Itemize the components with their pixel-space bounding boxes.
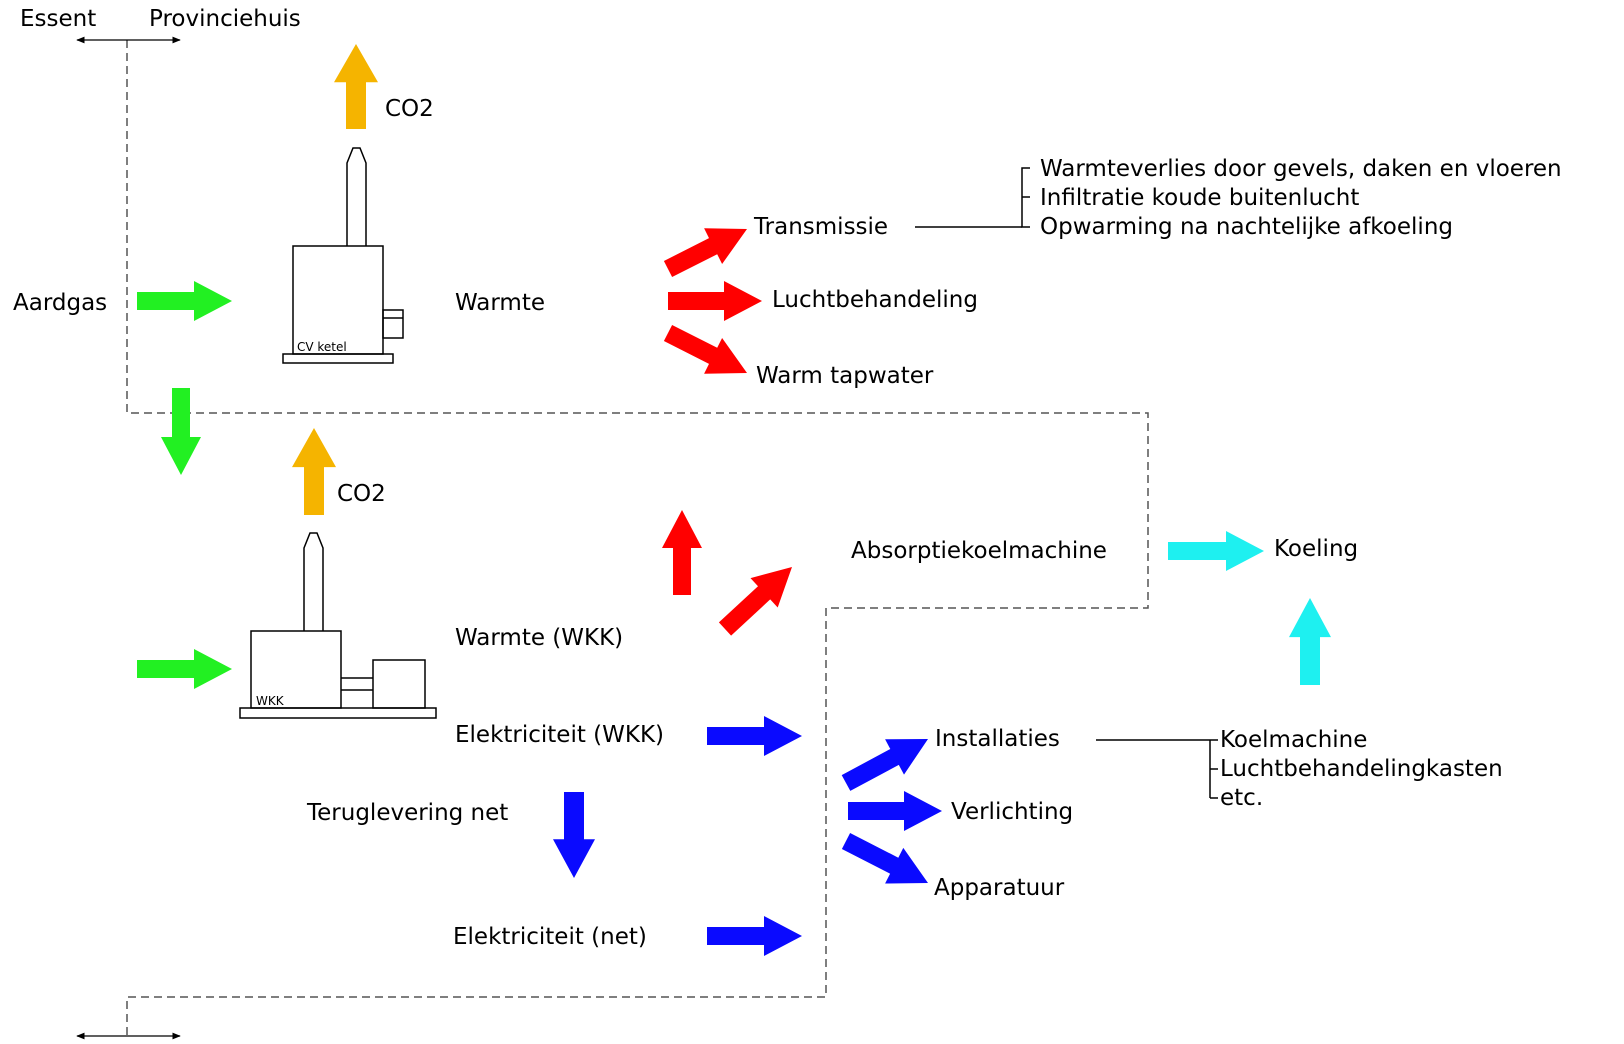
chp-unit: WKK bbox=[239, 532, 437, 719]
installation-detail-3: etc. bbox=[1220, 785, 1263, 811]
heat-use-air-handling: Luchtbehandeling bbox=[772, 287, 978, 313]
gas-arrow-down bbox=[161, 388, 201, 475]
boundary-left-label: Essent bbox=[20, 6, 96, 32]
elec-use-equipment: Apparatuur bbox=[934, 875, 1065, 901]
gas-label: Aardgas bbox=[13, 290, 107, 316]
absorption-chiller-label: Absorptiekoelmachine bbox=[851, 538, 1107, 564]
heat-arrow-transmission bbox=[663, 228, 747, 277]
heat-arrow-tap-water bbox=[663, 325, 747, 374]
elec-use-installations: Installaties bbox=[935, 726, 1060, 752]
boiler-heat-label: Warmte bbox=[455, 290, 545, 316]
flow-arrows bbox=[137, 44, 1331, 956]
chp-label: WKK bbox=[256, 694, 285, 708]
heat-arrow-air-handling bbox=[668, 281, 762, 321]
heat-use-tap-water: Warm tapwater bbox=[756, 363, 934, 389]
grid-electricity-label: Elektriciteit (net) bbox=[453, 924, 647, 950]
electricity-arrow-lighting bbox=[848, 791, 942, 831]
boundary-line-top bbox=[126, 40, 1149, 1038]
transmission-bracket bbox=[915, 167, 1030, 228]
boiler-chimney bbox=[346, 147, 367, 246]
transmission-detail-1: Warmteverlies door gevels, daken en vloe… bbox=[1040, 156, 1562, 182]
cv-boiler: CV ketel bbox=[282, 147, 404, 364]
transmission-detail-3: Opwarming na nachtelijke afkoeling bbox=[1040, 214, 1453, 240]
boiler-base bbox=[282, 353, 394, 364]
chp-heat-label: Warmte (WKK) bbox=[455, 625, 623, 651]
installation-detail-2: Luchtbehandelingkasten bbox=[1220, 756, 1503, 782]
heat-arrow-chp-up bbox=[662, 510, 702, 595]
chp-chimney bbox=[303, 532, 324, 631]
electricity-arrow-chp bbox=[707, 716, 802, 756]
chp-co2-label: CO2 bbox=[337, 481, 386, 507]
boiler-label: CV ketel bbox=[297, 340, 347, 354]
co2-arrow-boiler bbox=[334, 44, 378, 129]
boundary-right-label: Provinciehuis bbox=[149, 6, 301, 32]
gas-arrow-to-chp bbox=[137, 649, 232, 689]
feed-in-label: Teruglevering net bbox=[306, 800, 508, 826]
transmission-detail-2: Infiltratie koude buitenlucht bbox=[1040, 185, 1359, 211]
gas-arrow-to-boiler bbox=[137, 281, 232, 321]
transmission-bracket-lines bbox=[1021, 167, 1030, 228]
chp-base bbox=[239, 707, 437, 719]
installations-bracket bbox=[1096, 739, 1218, 799]
chp-electricity-label: Elektriciteit (WKK) bbox=[455, 722, 664, 748]
chp-generator bbox=[372, 659, 426, 709]
electricity-arrow-feed-in bbox=[553, 792, 595, 878]
cooling-arrow-up bbox=[1289, 598, 1331, 685]
boiler-co2-label: CO2 bbox=[385, 96, 434, 122]
elec-use-lighting: Verlichting bbox=[951, 799, 1073, 825]
heat-arrow-to-absorption bbox=[718, 567, 792, 636]
electricity-arrow-equipment bbox=[841, 833, 928, 884]
boiler-body bbox=[292, 245, 384, 355]
cooling-arrow-to-cooling bbox=[1168, 531, 1264, 571]
installation-detail-1: Koelmachine bbox=[1220, 727, 1367, 753]
heat-use-transmission: Transmissie bbox=[753, 214, 888, 240]
cooling-label: Koeling bbox=[1274, 536, 1358, 562]
electricity-arrow-grid bbox=[707, 916, 802, 956]
installations-bracket-lines bbox=[1209, 739, 1218, 799]
co2-arrow-chp bbox=[292, 428, 336, 515]
system-boundary bbox=[76, 36, 1149, 1040]
electricity-arrow-installations bbox=[841, 739, 928, 791]
boiler-burner bbox=[382, 309, 404, 339]
